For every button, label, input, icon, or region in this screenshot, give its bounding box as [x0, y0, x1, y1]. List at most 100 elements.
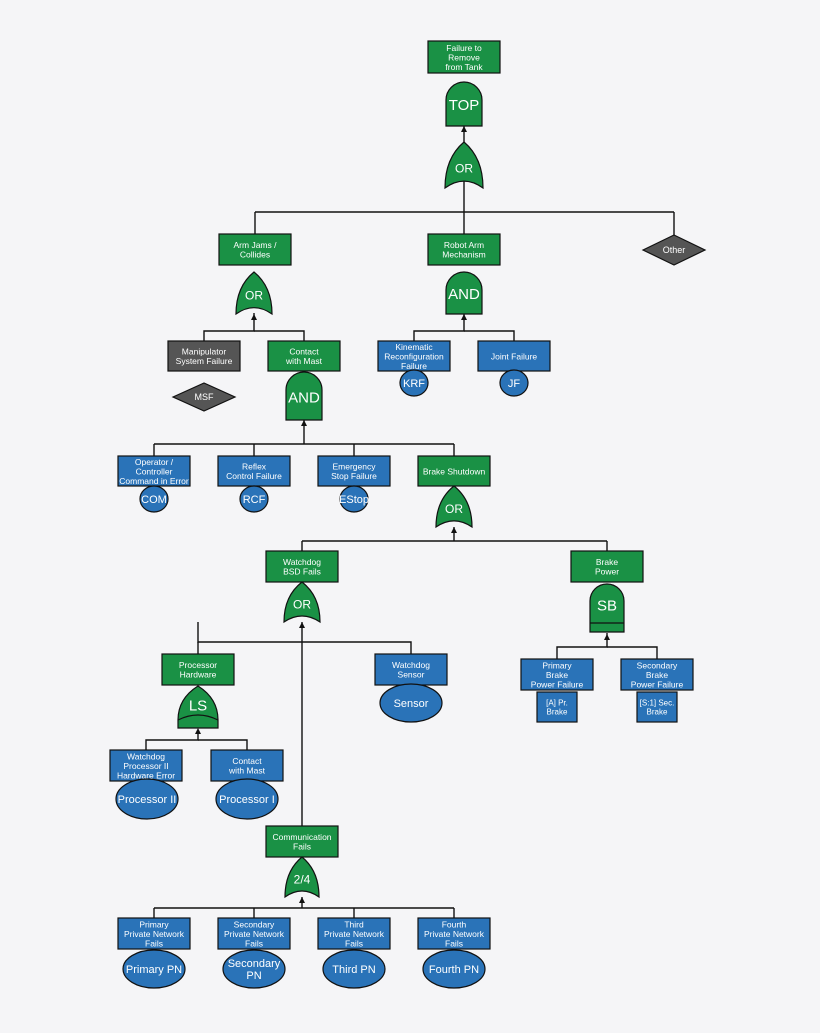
basic-event-ellipse — [239, 485, 269, 513]
event-box-rect — [377, 340, 451, 372]
event-box-label: Arm Jams /Collides — [234, 240, 278, 260]
basic-event-label: Fourth PN — [429, 964, 479, 976]
and-gate-and_contact: AND — [285, 371, 323, 421]
event-box-rect — [477, 340, 551, 372]
basic-event-ellipse — [139, 485, 169, 513]
basic-event-circle-proc2: Processor II — [115, 778, 179, 820]
and-gate-shape — [445, 81, 483, 127]
or-gate-or_arm: OR — [235, 271, 273, 316]
and-gate-shape — [445, 271, 483, 315]
connector-line — [198, 739, 248, 750]
basic-event-circle-primary_pn: Primary PN — [122, 949, 186, 989]
basic-event-circle-estop: EStop — [339, 485, 369, 513]
or-gate-label: OR — [455, 161, 473, 175]
ls-gate-ls: LS — [177, 685, 219, 729]
basic-event-circle-third_pn: Third PN — [322, 949, 386, 989]
diamond-label: Other — [663, 245, 686, 255]
connector-line — [203, 313, 255, 341]
and-gate-top_gate: TOP — [445, 81, 483, 127]
event-box-rect — [417, 455, 491, 487]
and-gate-shape — [285, 371, 323, 421]
arrow-head — [461, 314, 467, 320]
or-gate-shape — [435, 485, 473, 529]
basic-event-ellipse — [215, 778, 279, 820]
connector-line — [464, 330, 515, 341]
basic-event-circle-rcf: RCF — [239, 485, 269, 513]
gate-bar — [177, 714, 219, 721]
basic-event-ellipse — [379, 683, 443, 723]
event-box-joint: Joint Failure — [477, 340, 551, 372]
event-box-arm_jams: Arm Jams /Collides — [218, 233, 292, 266]
basic-event-label: Processor I — [219, 794, 275, 806]
event-box-rect — [317, 455, 391, 487]
event-box-rect — [218, 233, 292, 266]
event-box-rect — [570, 550, 644, 583]
basic-event-label: COM — [141, 494, 167, 506]
event-box-rect — [265, 825, 339, 858]
basic-event-circle-sensor: Sensor — [379, 683, 443, 723]
connector-line — [607, 646, 658, 659]
or-gate-shape — [444, 141, 484, 190]
event-box-rect — [317, 917, 391, 950]
tag-pr_brake: [A] Pr.Brake — [536, 691, 578, 723]
or-gate-or_wd: OR — [283, 581, 321, 624]
basic-event-circle-proc1: Processor I — [215, 778, 279, 820]
arrow-head — [299, 897, 305, 903]
connector-line — [556, 633, 608, 659]
basic-event-label: EStop — [339, 494, 369, 506]
and-gate-and_robot: AND — [445, 271, 483, 315]
or-gate-shape — [284, 856, 320, 899]
basic-event-circle-krf: KRF — [399, 369, 429, 397]
event-box-rect — [210, 749, 284, 782]
event-box-rect — [217, 917, 291, 950]
basic-event-ellipse — [322, 949, 386, 989]
event-box-rect — [217, 455, 291, 487]
event-box-rect — [117, 917, 191, 950]
event-box-rect — [417, 917, 491, 950]
basic-event-ellipse — [422, 949, 486, 989]
basic-event-label: Sensor — [394, 698, 429, 710]
basic-event-ellipse — [122, 949, 186, 989]
basic-event-label: Primary PN — [126, 964, 182, 976]
event-box-brake_sd: Brake Shutdown — [417, 455, 491, 487]
tag-label: [A] Pr.Brake — [546, 699, 568, 717]
basic-event-label: KRF — [403, 378, 425, 390]
or-gate-vote: 2/4 — [284, 856, 320, 899]
tag-rect — [636, 691, 678, 723]
connector-line — [197, 622, 412, 654]
event-box-rect — [620, 658, 694, 691]
event-box-rect — [427, 233, 501, 266]
arrow-head — [604, 634, 610, 640]
event-box-rect — [167, 340, 241, 372]
diamond-shape — [641, 234, 707, 266]
arrow-head — [301, 420, 307, 426]
or-gate-or1: OR — [444, 141, 484, 190]
or-gate-label: OR — [445, 502, 463, 516]
and-gate-sb: SB — [589, 583, 625, 633]
event-box-rect — [427, 40, 501, 74]
arrow-head — [251, 314, 257, 320]
